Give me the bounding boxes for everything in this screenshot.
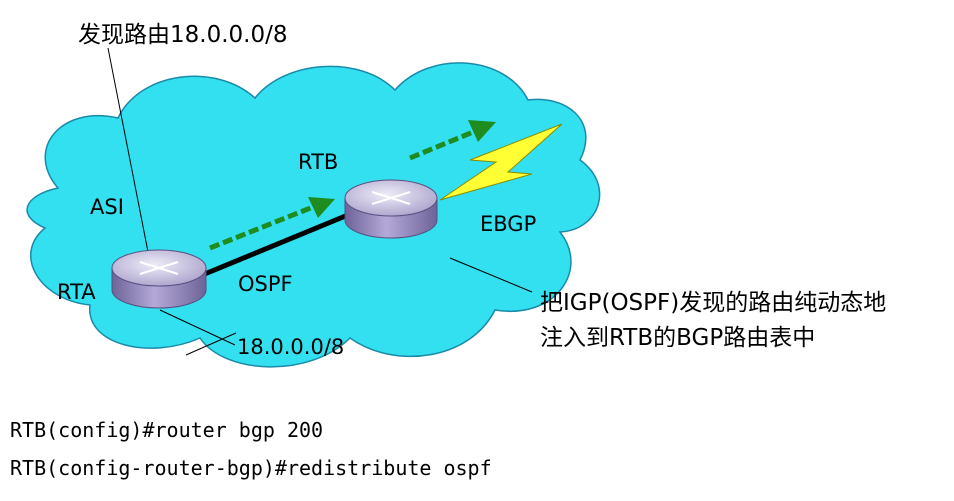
router-b-label: RTB <box>298 150 339 174</box>
ebgp-label: EBGP <box>480 212 537 236</box>
cli-command-1: RTB(config)#router bgp 200 <box>10 418 324 442</box>
callout-right-line1: 把IGP(OSPF)发现的路由纯动态地 <box>540 290 887 316</box>
network-label: 18.0.0.0/8 <box>237 335 345 359</box>
router-a-label: RTA <box>57 280 96 304</box>
callout-top-leader <box>107 47 151 263</box>
as-label: ASI <box>90 195 124 219</box>
ospf-link <box>194 207 361 281</box>
cli-command-2: RTB(config-router-bgp)#redistribute ospf <box>10 456 492 480</box>
callout-right-leader <box>449 257 533 293</box>
ospf-link-label: OSPF <box>238 272 293 296</box>
route-arrow-1 <box>209 197 335 251</box>
callout-right-line2: 注入到RTB的BGP路由表中 <box>540 325 816 351</box>
router-rtb-icon <box>344 179 438 239</box>
ebgp-lightning-icon <box>439 123 563 201</box>
router-rta-icon <box>111 249 207 309</box>
callout-top-label: 发现路由18.0.0.0/8 <box>78 22 288 48</box>
network-callout-tick <box>185 332 237 356</box>
route-arrow-2 <box>409 120 496 161</box>
